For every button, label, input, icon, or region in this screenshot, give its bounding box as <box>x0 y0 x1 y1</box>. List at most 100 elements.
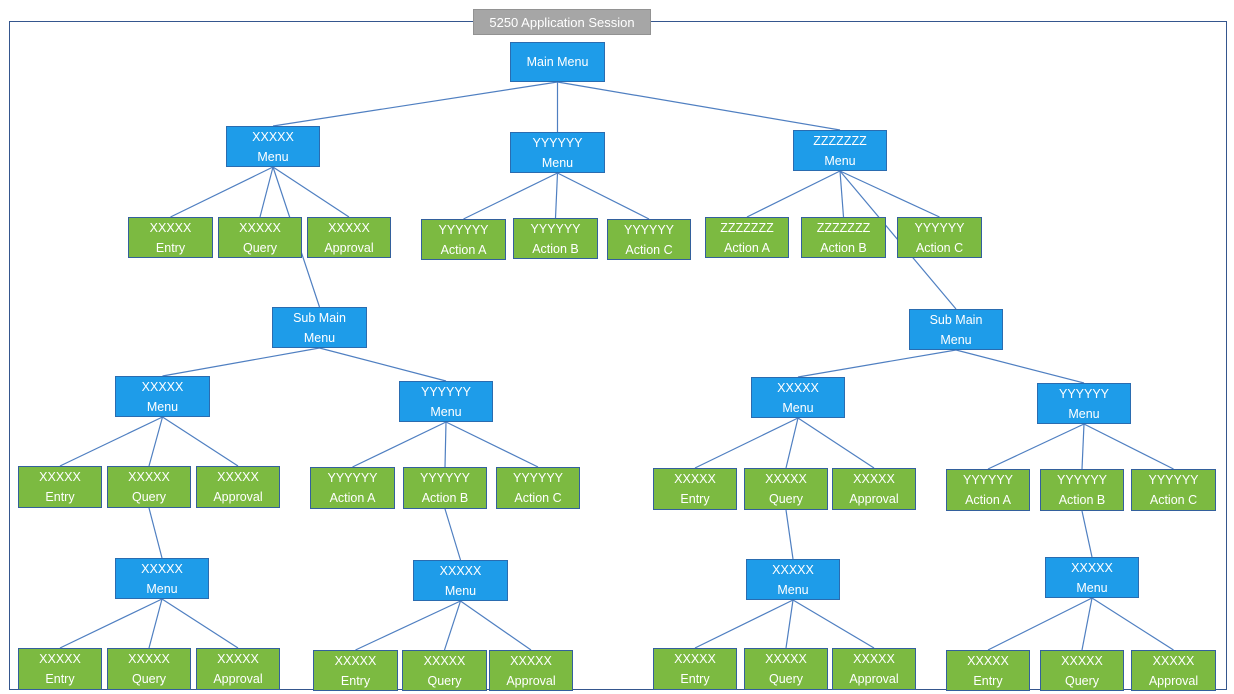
node-label-line: XXXXX <box>853 652 895 666</box>
connector-line <box>170 166 274 218</box>
node-label-line: Menu <box>782 400 814 415</box>
connector-line <box>319 347 447 382</box>
connector-line <box>694 599 794 649</box>
connector-line <box>463 172 558 220</box>
connector-line <box>443 600 462 651</box>
node-label-line: XXXXX <box>765 652 807 666</box>
node-xxxxx-query[interactable]: XXXXX Query <box>744 648 828 690</box>
node-label-line: Query <box>768 672 804 686</box>
node-yyyyyy-action-c[interactable]: YYYYYY Action C <box>897 217 982 258</box>
connector-line <box>59 416 163 467</box>
node-label-line: Approval <box>849 492 899 506</box>
connector-line <box>694 417 799 469</box>
node-label-line: YYYYYY <box>1058 386 1110 401</box>
node-label-line: XXXXX <box>141 561 183 576</box>
connector-line <box>148 507 163 559</box>
connector-line <box>1081 423 1085 470</box>
node-label-line: Action B <box>421 491 469 505</box>
node-xxxxx-menu[interactable]: XXXXX Menu <box>115 376 210 417</box>
node-label-line: Query <box>131 490 167 504</box>
connector-line <box>785 599 794 649</box>
node-label-line: Action C <box>915 240 964 255</box>
node-label-line: Entry <box>155 240 186 255</box>
node-label-line: ZZZZZZZ <box>813 133 867 148</box>
connector-line <box>1083 423 1174 470</box>
connector-line <box>557 81 841 131</box>
node-label-line: XXXXX <box>1152 653 1195 668</box>
node-label-line: Action C <box>514 491 562 505</box>
connector-line <box>792 599 875 649</box>
connector-line <box>797 349 957 378</box>
node-label-line: Query <box>131 672 167 686</box>
node-label-line: YYYYYY <box>512 471 564 485</box>
node-label-line: Menu <box>1068 406 1100 421</box>
connector-line <box>161 598 239 649</box>
node-label-line: YYYYYY <box>914 220 965 235</box>
node-label-line: XXXXX <box>1061 653 1103 668</box>
diagram-title: 5250 Application Session <box>473 9 651 35</box>
node-yyyyyy-menu[interactable]: YYYYYY Menu <box>1037 383 1131 424</box>
node-label-line: YYYYYY <box>530 221 581 236</box>
node-label-line: Action A <box>440 242 487 257</box>
node-label-line: XXXXX <box>141 379 184 394</box>
node-label-line: XXXXX <box>328 220 370 235</box>
node-xxxxx-query[interactable]: XXXXX Query <box>107 648 191 690</box>
node-label-line: Menu <box>146 399 179 414</box>
connector-line <box>785 509 794 560</box>
node-label-line: Query <box>242 240 278 255</box>
connector-line <box>259 166 274 218</box>
node-label-line: YYYYYY <box>532 135 583 150</box>
node-label-line: XXXXX <box>128 652 170 666</box>
node-label-line: Query <box>427 673 462 688</box>
node-label-line: XXXXX <box>128 470 170 484</box>
node-label-line: XXXXX <box>39 652 81 666</box>
node-label-line: Menu <box>430 404 462 419</box>
node-label-line: XXXXX <box>772 562 814 577</box>
node-yyyyyy-action-c[interactable]: YYYYYY Action C <box>496 467 580 509</box>
node-main-menu[interactable]: Main Menu <box>510 42 605 82</box>
node-label-line: XXXXX <box>765 472 807 486</box>
connector-line <box>987 423 1085 470</box>
node-xxxxx-query[interactable]: XXXXX Query <box>107 466 191 508</box>
